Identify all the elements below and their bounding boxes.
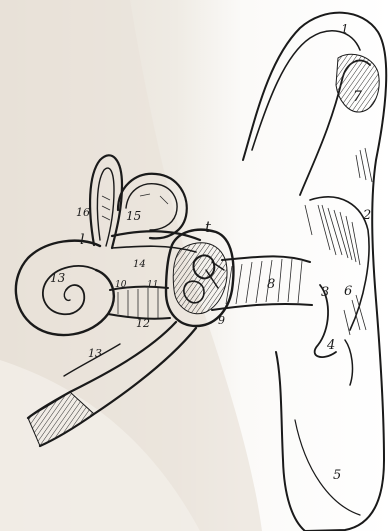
label-6: 6: [344, 284, 352, 299]
label-3: 3: [321, 285, 329, 300]
label-15: 15: [126, 209, 141, 223]
label-5: 5: [333, 468, 341, 483]
label-7: 7: [353, 89, 362, 105]
label-13-cochlea: 13: [50, 271, 66, 285]
label-2: 2: [362, 208, 371, 223]
label-16: 16: [76, 206, 90, 219]
label-4: 4: [326, 338, 335, 353]
label-t: t: [205, 218, 212, 236]
label-14: 14: [133, 259, 146, 270]
label-1: 1: [341, 22, 349, 36]
label-10: 10: [115, 280, 127, 290]
label-8: 8: [267, 277, 275, 292]
label-13-tube: 13: [88, 347, 102, 360]
label-12: 12: [136, 317, 150, 330]
label-l: l: [80, 232, 84, 248]
label-9: 9: [218, 314, 225, 327]
label-11: 11: [147, 280, 158, 290]
